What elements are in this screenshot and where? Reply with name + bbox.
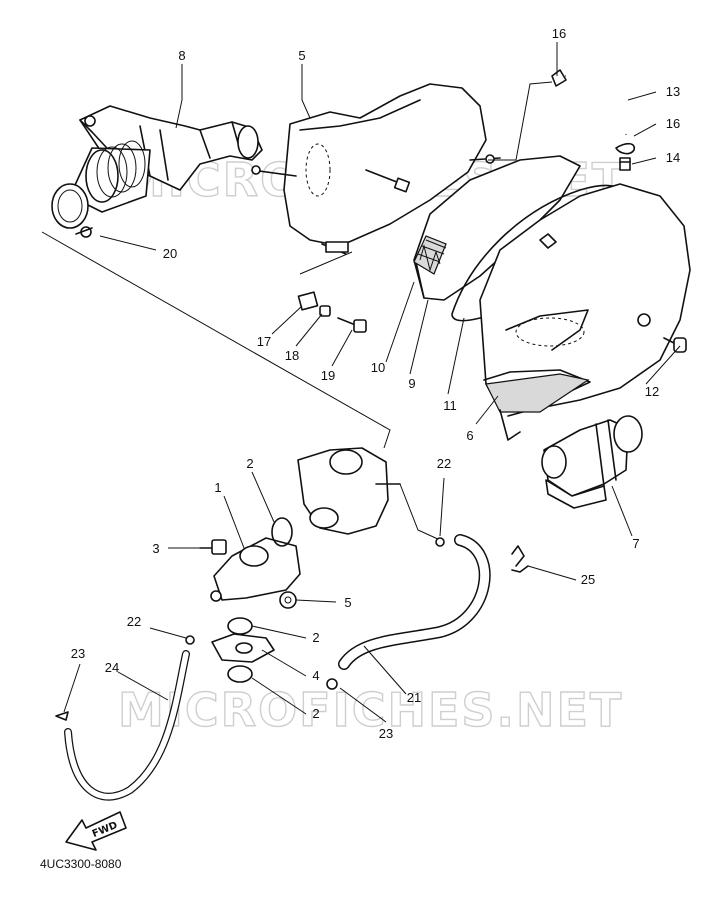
callout-22-lower: 22	[127, 614, 141, 629]
insulator-part-4	[211, 633, 275, 663]
callout-9: 8	[178, 48, 185, 63]
callout-8: 7	[632, 536, 639, 551]
clip-part-16-top	[551, 69, 567, 87]
callout-2-mid: 2	[312, 630, 319, 645]
callout-3: 3	[152, 541, 159, 556]
hose-part-24	[64, 650, 190, 801]
breather-hose-part-14	[565, 72, 630, 135]
clip-part-16-right	[615, 142, 636, 155]
leader-lines	[41, 42, 681, 723]
callout-21: 21	[407, 690, 421, 705]
callout-16-top: 16	[552, 26, 566, 41]
clip-part-23-left	[55, 711, 69, 721]
callout-14: 13	[666, 84, 680, 99]
callout-5-label: 5	[344, 595, 351, 610]
bolt-part-19	[337, 317, 367, 333]
air-filter-cover-part-6	[251, 83, 501, 255]
hose-part-21	[338, 534, 491, 670]
watermark-bottom: MICROFICHES.NET	[118, 683, 623, 737]
screw-part-13	[663, 337, 687, 353]
oring-part-2-top	[271, 517, 293, 547]
callout-16-right: 16	[666, 116, 680, 131]
callout-11: 10	[371, 360, 385, 375]
callout-19: 19	[321, 368, 335, 383]
washer-part-18	[319, 305, 331, 317]
intake-duct-part-9	[51, 105, 263, 229]
callout-12: 11	[443, 398, 457, 413]
callout-18: 18	[285, 348, 299, 363]
oring-part-2-mid	[227, 617, 253, 635]
callout-22-upper: 22	[437, 456, 451, 471]
callout-4: 4	[312, 668, 319, 683]
callout-15: 14	[666, 150, 680, 165]
nut-part-5	[279, 591, 297, 609]
plug-part-15	[619, 157, 631, 171]
carburetor	[297, 447, 401, 535]
callout-25: 25	[581, 572, 595, 587]
clip-part-23-right	[326, 678, 338, 690]
callout-13: 12	[645, 384, 659, 399]
carb-joint-part-1	[210, 537, 301, 602]
callout-7: 6	[466, 428, 473, 443]
callout-10: 9	[408, 376, 415, 391]
callout-23-left: 23	[71, 646, 85, 661]
callout-2-top: 2	[246, 456, 253, 471]
callout-20: 20	[163, 246, 177, 261]
filter-screen-part-11	[413, 235, 447, 275]
callout-17: 17	[257, 334, 271, 349]
clip-part-22-upper	[435, 537, 445, 547]
filter-element-part-10	[413, 155, 581, 301]
duct-mouth	[51, 183, 89, 229]
clip-part-25	[511, 545, 529, 573]
oring-part-2-bottom	[227, 665, 253, 683]
collar-part-17	[297, 291, 319, 311]
forward-arrow: FWD	[65, 811, 127, 851]
clip-part-22-lower	[185, 635, 195, 645]
callout-23-right: 23	[379, 726, 393, 741]
hose-clamp-part-20	[75, 226, 93, 238]
callout-2-bottom: 2	[312, 706, 319, 721]
bolt-part-3	[199, 539, 227, 555]
drawing-number: 4UC3300-8080	[40, 857, 122, 871]
intake-bellows	[69, 140, 151, 213]
callout-1: 1	[214, 480, 221, 495]
callout-labels: 8 5 16 13 16 14 20 17 18 19 10 9 11 6 12…	[71, 26, 680, 741]
air-filter-case-part-7	[479, 183, 691, 441]
callout-24: 24	[105, 660, 119, 675]
intake-boot-part-8	[541, 415, 643, 509]
callout-6: 5	[298, 48, 305, 63]
